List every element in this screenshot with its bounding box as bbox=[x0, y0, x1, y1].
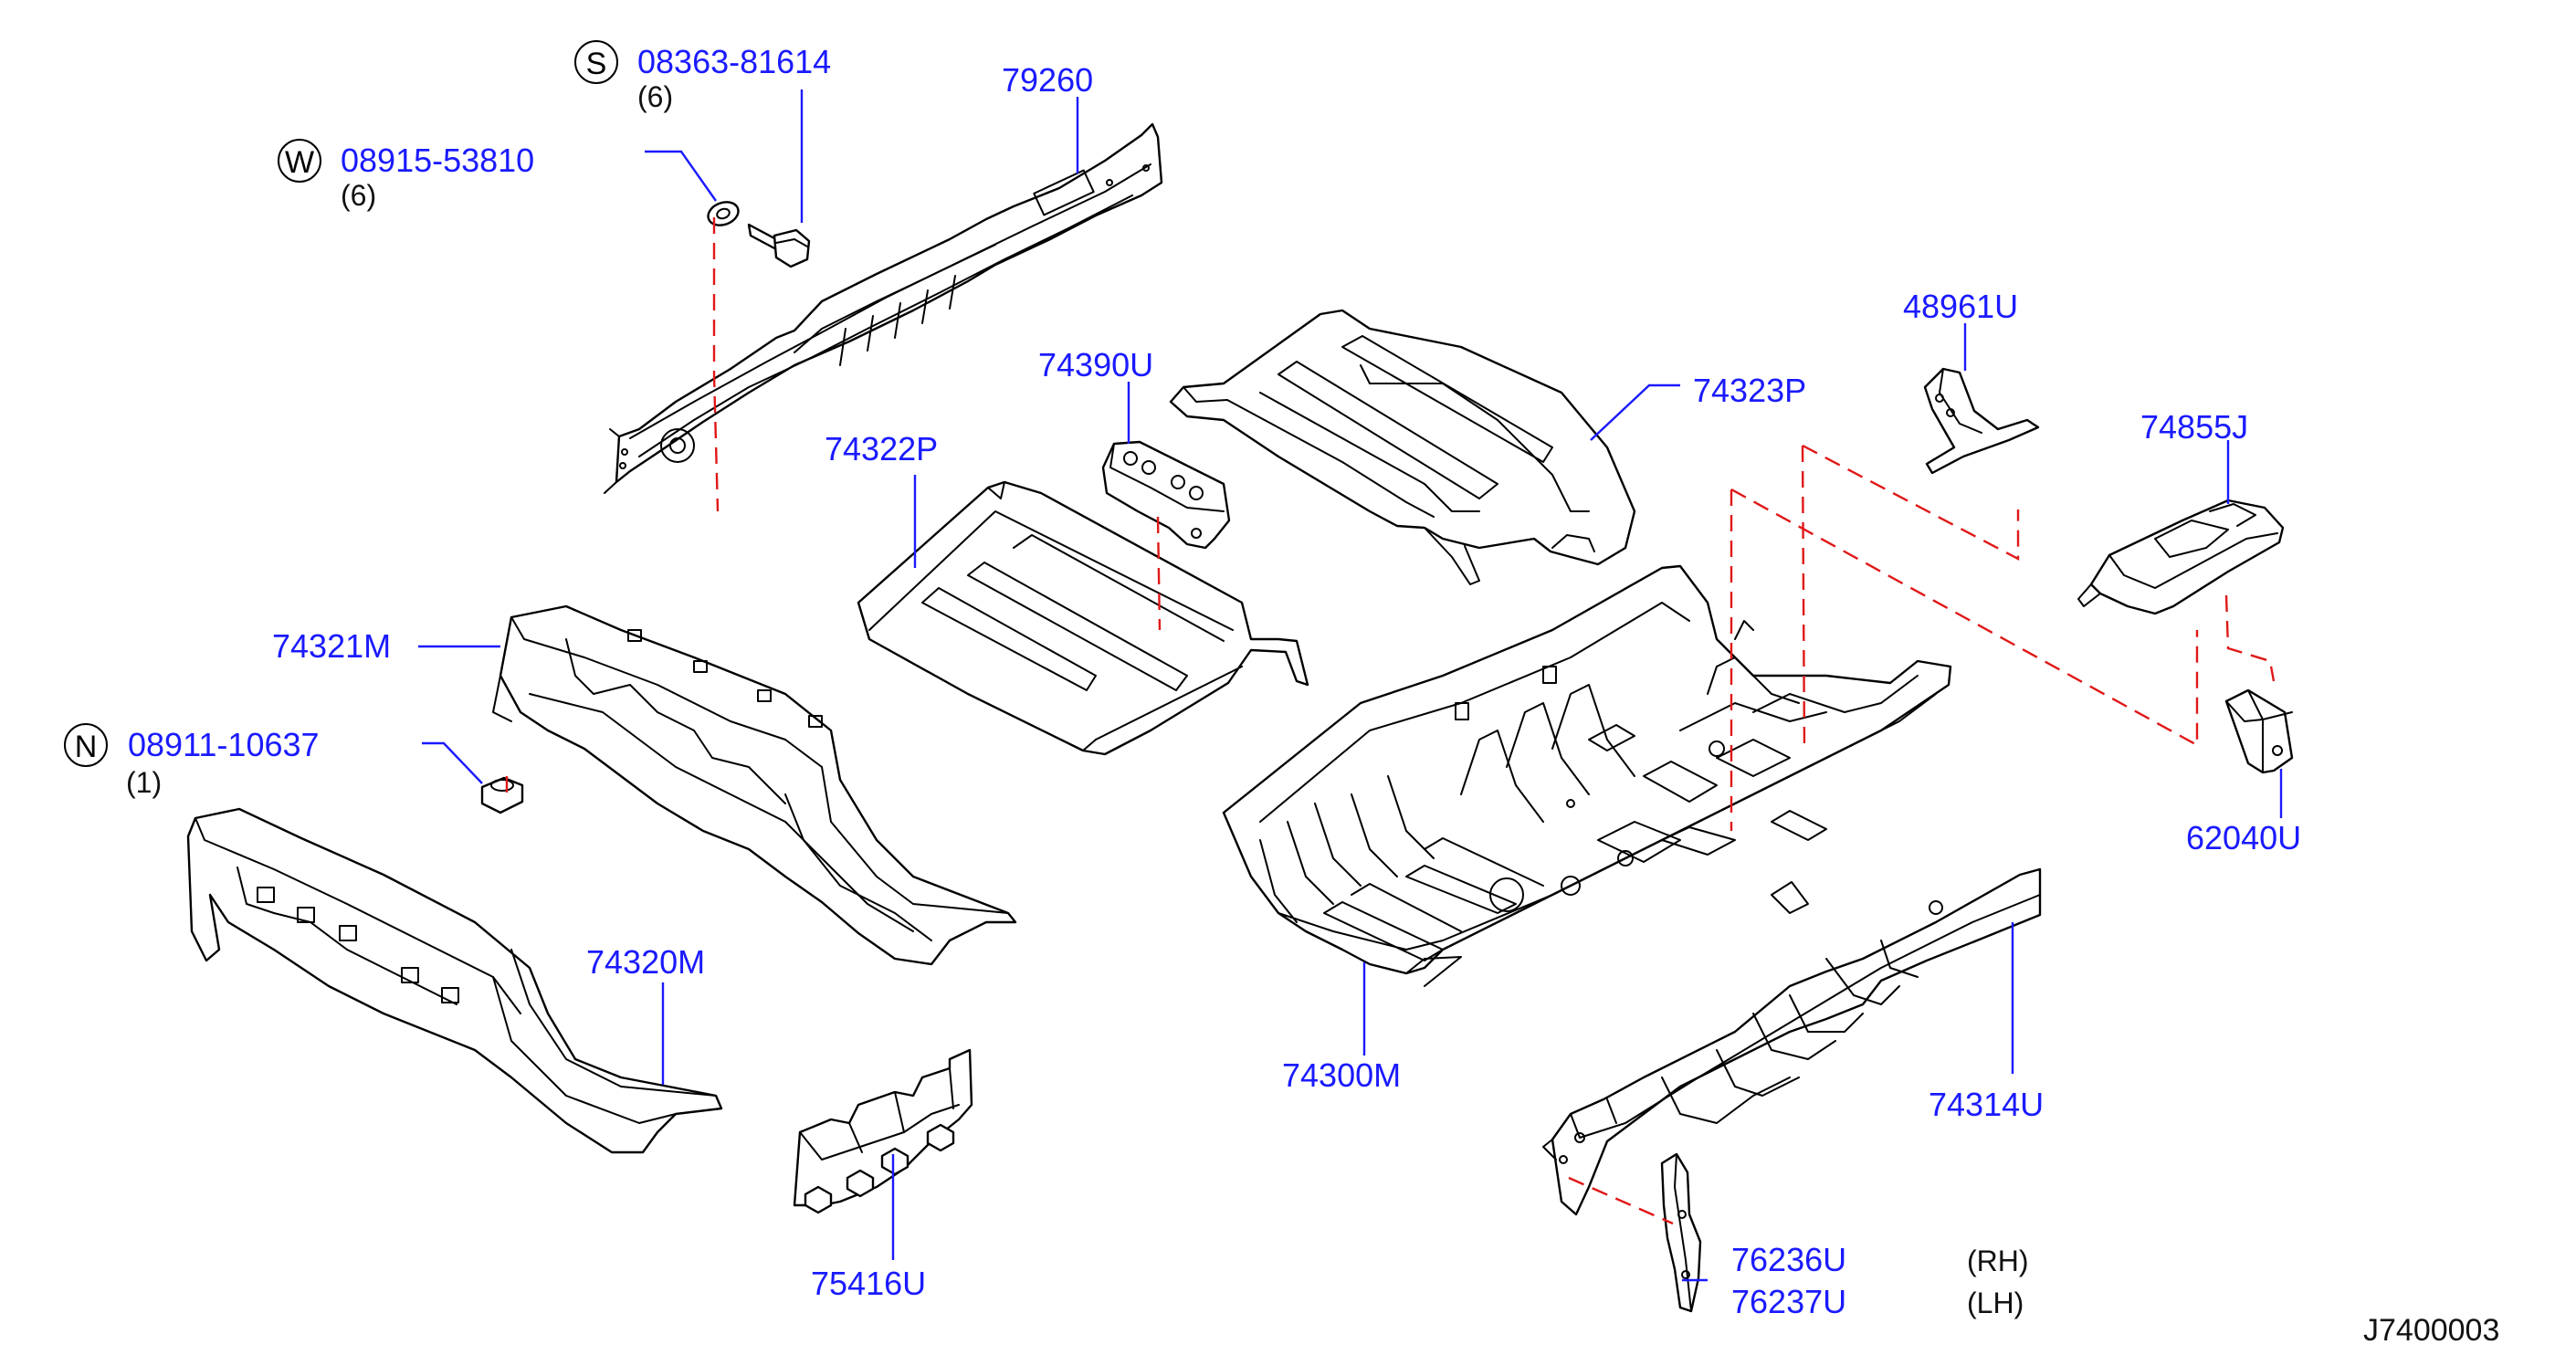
alignment-lines bbox=[505, 217, 2276, 1225]
member-74320M-drawing bbox=[186, 807, 723, 1154]
quantity-label: (1) bbox=[126, 766, 162, 799]
part-label-62040U[interactable]: 62040U bbox=[2186, 819, 2301, 856]
nut-drawing bbox=[480, 776, 524, 814]
washer-drawing bbox=[707, 201, 740, 226]
part-label-76236U[interactable]: 76236U bbox=[1731, 1241, 1846, 1278]
part-label-74855J[interactable]: 74855J bbox=[2140, 408, 2248, 446]
part-label-76237U[interactable]: 76237U bbox=[1731, 1283, 1846, 1320]
part-number-label[interactable]: 08363-81614 bbox=[637, 43, 831, 80]
bracket-74390U-drawing bbox=[1101, 440, 1231, 550]
fastener-code-circle bbox=[278, 139, 321, 183]
block-62040U-drawing bbox=[2224, 688, 2294, 774]
part-label-74300M[interactable]: 74300M bbox=[1282, 1056, 1401, 1094]
bracket-76236U-drawing bbox=[1660, 1152, 1702, 1313]
panel-74322P-drawing bbox=[857, 480, 1309, 756]
diagram-reference: J7400003 bbox=[2363, 1313, 2499, 1348]
fastener-code-letter: W bbox=[285, 145, 314, 180]
callout-W[interactable]: W 08915-53810 (6) bbox=[278, 139, 534, 212]
leader-lines bbox=[418, 89, 2283, 1282]
quantity-label: (6) bbox=[341, 179, 376, 212]
fastener-code-circle bbox=[574, 40, 618, 84]
part-label-74320M[interactable]: 74320M bbox=[586, 943, 705, 981]
part-label-74314U[interactable]: 74314U bbox=[1929, 1086, 2044, 1123]
callout-N[interactable]: N 08911-10637 (1) bbox=[64, 723, 320, 799]
member-74321M-drawing bbox=[492, 604, 1017, 966]
fastener-code-circle bbox=[64, 723, 108, 767]
floor-74300M-drawing bbox=[1222, 564, 1952, 987]
fastener-code-letter: N bbox=[75, 730, 98, 764]
cover-74855J-drawing bbox=[2077, 499, 2285, 615]
side-label-rh: (RH) bbox=[1967, 1245, 2029, 1277]
part-label-74390U[interactable]: 74390U bbox=[1038, 346, 1153, 383]
part-label-74322P[interactable]: 74322P bbox=[825, 430, 938, 467]
part-label-48961U[interactable]: 48961U bbox=[1903, 288, 2018, 325]
part-label-79260[interactable]: 79260 bbox=[1002, 61, 1093, 99]
part-number-label[interactable]: 08911-10637 bbox=[128, 726, 320, 763]
callout-S[interactable]: S 08363-81614 (6) bbox=[574, 40, 831, 113]
member-74314U-drawing bbox=[1542, 867, 2042, 1216]
part-label-74321M[interactable]: 74321M bbox=[272, 627, 391, 665]
part-number-label[interactable]: 08915-53810 bbox=[341, 142, 534, 179]
side-label-lh: (LH) bbox=[1967, 1287, 2024, 1319]
bracket-48961U-drawing bbox=[1923, 367, 2040, 475]
panel-74323P-drawing bbox=[1169, 309, 1636, 585]
part-label-75416U[interactable]: 75416U bbox=[811, 1265, 926, 1302]
bracket-75416U-drawing bbox=[793, 1048, 973, 1214]
fastener-code-letter: S bbox=[586, 47, 607, 81]
quantity-label: (6) bbox=[637, 80, 673, 113]
bolt-drawing bbox=[747, 223, 811, 268]
part-label-74323P[interactable]: 74323P bbox=[1693, 372, 1806, 409]
rail-79260-drawing bbox=[604, 122, 1163, 494]
